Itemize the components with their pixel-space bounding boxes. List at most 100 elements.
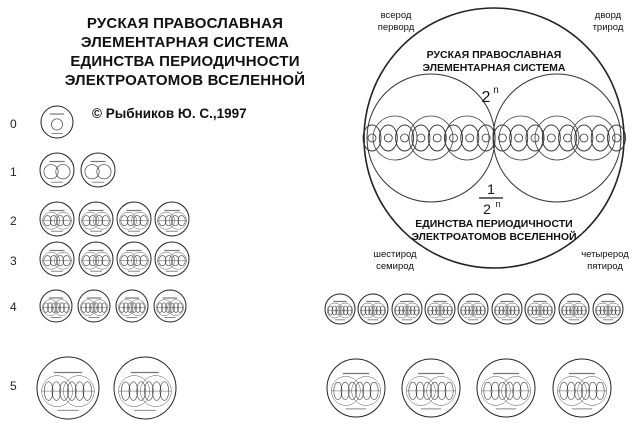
atom-icon [115,289,149,323]
atom-lobe [394,302,410,319]
atom-icon [476,358,536,418]
row-number-2: 2 [10,214,17,228]
atom-icon [153,289,187,323]
label-top-left-1: всерод [381,10,412,21]
chain-core [497,133,507,143]
atom-lobe [131,251,149,270]
title-block: РУСКАЯ ПРАВОСЛАВНАЯ ЭЛЕМЕНТАРНАЯ СИСТЕМА… [50,14,320,90]
atom-lobe [118,375,150,407]
chain-core [416,133,426,143]
label-top-left-2: перворд [378,22,415,33]
atom-lobe [91,299,108,316]
chain-ellipse [378,124,398,152]
atom-outer-circle [39,241,75,277]
atom-outer-circle [39,201,75,237]
atom-lobe [54,251,72,270]
chain-core [595,133,605,143]
atom-lobe [404,302,420,319]
chain-core [481,133,491,143]
atom-lobe [561,302,577,319]
atom-rows [36,105,624,420]
atom-lobe [129,299,146,316]
atom-lobe [557,376,587,406]
atom-lobe [157,251,175,270]
big-outer-circle [363,7,625,269]
atom-lobe [119,211,137,230]
big-right-circle [492,73,622,203]
atom-outer-circle [116,241,152,277]
atom-lobe [42,211,60,230]
atom-lobe [605,302,621,319]
atom-outer-circle [113,356,177,420]
atom-lobe [501,376,531,406]
atom-lobe [577,376,607,406]
atom-lobe [93,251,111,270]
atom-outer-circle [39,152,75,188]
atom-icon [78,241,114,277]
atom-outer-circle [324,293,356,325]
fraction-base: 2 [483,201,491,217]
chain-ellipse [558,124,578,152]
atom-icon [326,358,386,418]
atom-lobe [460,302,476,319]
atom-outer-circle [77,289,111,323]
big-top-text-1: РУСКАЯ ПРАВОСЛАВНАЯ [427,49,562,61]
chain-core [400,133,410,143]
chain-core [514,133,524,143]
fraction-exp: n [495,199,500,209]
atom-outer-circle [401,358,461,418]
label-top-right-1: дворд [595,10,622,21]
chain-core [546,133,556,143]
atom-icon [552,358,612,418]
atom-icon [39,289,73,323]
author-credit: © Рыбников Ю. С.,1997 [92,106,247,121]
atom-icon [78,201,114,237]
big-power-exp: n [493,85,499,96]
atom-lobe [494,302,510,319]
atom-lobe [169,251,187,270]
big-circle-group: РУСКАЯ ПРАВОСЛАВНАЯ ЭЛЕМЕНТАРНАЯ СИСТЕМА… [362,7,629,272]
row-number-1: 1 [10,165,17,179]
label-bottom-left-2: семирод [376,261,414,272]
atom-lobe [81,251,99,270]
atom-icon [401,358,461,418]
atom-lobe [360,302,376,319]
atom-lobe [84,164,100,180]
big-circle-chain [362,115,626,161]
atom-outer-circle [558,293,590,325]
atom-icon [424,293,456,325]
atom-outer-circle [357,293,389,325]
label-bottom-right-1: четырерод [581,249,629,260]
atom-icon [39,152,75,188]
atom-lobe [427,302,443,319]
atom-lobe [167,299,184,316]
chain-ellipse [395,124,415,152]
big-bottom-text-2: ЭЛЕКТРОАТОМОВ ВСЕЛЕННОЙ [411,230,576,243]
atom-outer-circle [80,152,116,188]
atom-icon [113,356,177,420]
row-number-5: 5 [10,379,17,393]
chain-ellipse [444,124,463,152]
atom-outer-circle [40,105,74,139]
atom-icon [324,293,356,325]
atom-lobe [595,302,611,319]
chain-core [563,133,572,143]
atom-lobe [426,376,456,406]
atom-outer-circle [154,201,190,237]
row-number-4: 4 [10,300,17,314]
atom-icon [592,293,624,325]
chain-core [367,133,377,143]
atom-lobe [140,375,172,407]
atom-lobe [571,302,587,319]
big-power-base: 2 [482,89,491,106]
chain-core [432,133,442,143]
chain-ellipse [476,124,496,152]
chain-medium-circle [534,115,580,161]
atom-lobe [41,375,73,407]
atom-lobe [527,302,543,319]
atom-lobe [96,164,112,180]
chain-ellipse [411,124,431,152]
atom-outer-circle [116,201,152,237]
atom-lobe [43,164,59,180]
atom-icon [80,152,116,188]
